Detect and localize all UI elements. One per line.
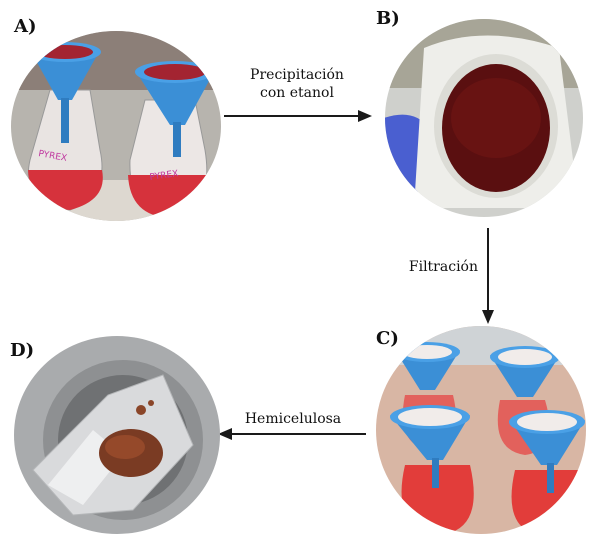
step-precipitation-line2: con etanol (260, 85, 334, 101)
arrow-a-to-b (222, 106, 374, 126)
step-precipitation-label: Precipitación con etanol (232, 66, 362, 102)
step-precipitation-line1: Precipitación (250, 67, 344, 83)
panel-c-photo (375, 325, 587, 535)
panel-d-photo (13, 335, 221, 535)
panel-a-photo: PYREX PYREX (10, 30, 222, 222)
arrow-c-to-d (218, 424, 368, 444)
arrow-b-to-c (478, 226, 498, 326)
step-filtration-label: Filtración (388, 258, 478, 276)
panel-b-photo (384, 18, 584, 218)
